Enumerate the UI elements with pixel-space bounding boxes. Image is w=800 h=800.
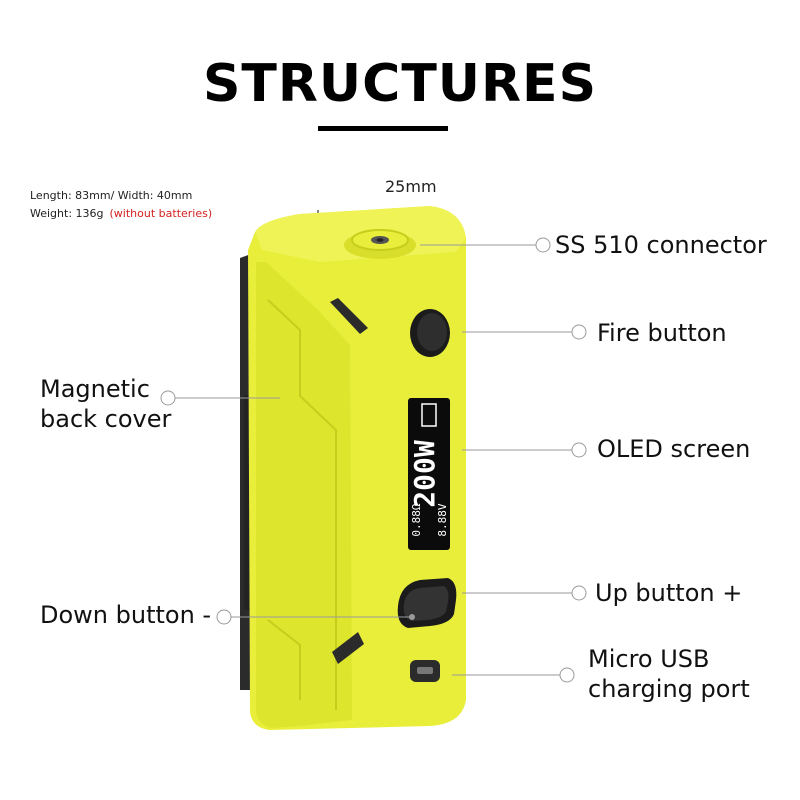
dimension-label: 25mm <box>385 177 437 196</box>
callout-fire-button: Fire button <box>597 319 727 347</box>
spec-size: Length: 83mm/ Width: 40mm <box>30 189 192 202</box>
screen-readout-small-2: 8.88V <box>436 503 449 536</box>
body-bevel-line-lower <box>267 619 301 700</box>
callout-connector: SS 510 connector <box>555 231 767 259</box>
fire-button[interactable] <box>410 309 450 357</box>
callout-back-cover-line2: back cover <box>40 405 172 433</box>
spec-size-text: Length: 83mm/ Width: 40mm <box>30 189 193 202</box>
callout-oled-screen: OLED screen <box>597 435 751 463</box>
spec-weight-note: (without batteries) <box>109 207 213 220</box>
body-bevel <box>256 262 352 728</box>
vent-slot-top <box>330 298 368 334</box>
title-underline <box>318 126 448 131</box>
callout-back-cover-line1: Magnetic <box>40 375 150 403</box>
vent-slot-bottom <box>332 632 364 664</box>
battery-icon <box>421 403 437 427</box>
callout-micro-usb-line2: charging port <box>588 675 750 703</box>
callout-up-button: Up button + <box>595 579 743 607</box>
callout-down-button: Down button - <box>40 601 212 629</box>
connector-510 <box>344 229 416 259</box>
screen-readout-main: 200W <box>408 440 441 508</box>
callout-lines <box>160 237 587 683</box>
body-bevel-line <box>267 299 337 710</box>
micro-usb-port <box>410 660 440 682</box>
page-title: STRUCTURES <box>202 54 598 114</box>
spec-weight: Weight: 136g (without batteries) <box>30 207 212 220</box>
spec-weight-text: Weight: 136g <box>30 207 104 220</box>
screen-readout-small-1: 0.88Ω <box>410 503 423 536</box>
callout-micro-usb-line1: Micro USB <box>588 645 710 673</box>
oled-screen: 200W 0.88Ω 8.88V <box>408 398 450 550</box>
